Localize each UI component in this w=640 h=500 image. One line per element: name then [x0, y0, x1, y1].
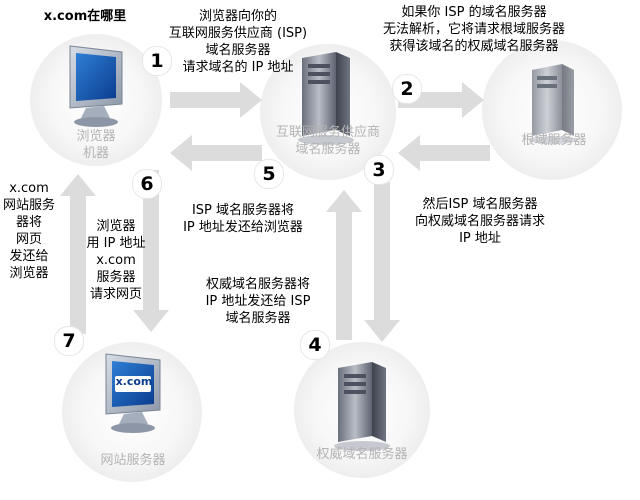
- arrow-step-2-return: [398, 135, 490, 171]
- browser-caption: 浏览器 机器: [56, 128, 136, 162]
- auth-dns-caption: 权威域名服务器: [316, 447, 408, 462]
- step-6-line-4: 服务器: [96, 270, 136, 285]
- step-2-line-2: 无法解析，它将请求根域服务器: [382, 22, 565, 37]
- browser-monitor-icon: [69, 45, 123, 127]
- isp-dns-caption: 互联网服务供应商 域名服务器: [258, 124, 398, 158]
- arrow-step-4: [326, 190, 362, 340]
- step-4-description: 权威域名服务器将 IP 地址发还给 ISP 域名服务器: [184, 276, 332, 327]
- step-1-number: 1: [142, 46, 172, 76]
- step-5-description: ISP 域名服务器将 IP 地址发还给浏览器: [168, 202, 318, 236]
- step-1-line-2: 互联网服务供应商 (ISP): [168, 26, 308, 41]
- step-7-description: x.com 网站服务 器将 网页 发还给 浏览器: [0, 180, 58, 282]
- step-3-description: 然后ISP 域名服务器 向权威域名服务器请求 IP 地址: [396, 196, 564, 247]
- browser-caption-line-2: 机器: [82, 146, 109, 161]
- arrow-step-6: [133, 170, 169, 332]
- step-2-number: 2: [392, 74, 422, 104]
- step-6-line-2: 用 IP 地址: [86, 236, 146, 251]
- step-7-line-2: 网站服务: [2, 198, 55, 213]
- root-server-tower-icon: [529, 64, 577, 144]
- arrow-step-7: [60, 174, 96, 334]
- step-4-line-1: 权威域名服务器将: [205, 277, 310, 292]
- browser-caption-line-1: 浏览器: [76, 129, 116, 144]
- browser-top-label: x.com在哪里: [43, 9, 127, 24]
- step-5-line-1: ISP 域名服务器将: [191, 203, 295, 218]
- step-1-description: 浏览器向你的 互联网服务供应商 (ISP) 域名服务器 请求域名的 IP 地址: [152, 8, 324, 76]
- step-6-line-1: 浏览器: [96, 219, 136, 234]
- step-3-line-2: 向权威域名服务器请求: [414, 214, 545, 229]
- arrow-step-2: [398, 82, 484, 118]
- step-2-line-1: 如果你 ISP 的域名服务器: [401, 5, 547, 20]
- step-5-line-2: IP 地址发还给浏览器: [183, 220, 303, 235]
- step-2-description: 如果你 ISP 的域名服务器 无法解析，它将请求根域服务器 获得该域名的权威域名…: [368, 4, 580, 55]
- step-7-number: 7: [54, 326, 84, 356]
- step-6-line-5: 请求网页: [89, 287, 142, 302]
- web-server-monitor-icon: [105, 353, 161, 433]
- step-7-line-6: 浏览器: [9, 266, 49, 281]
- web-server-screen-text: x.com: [115, 375, 153, 388]
- web-server-caption: 网站服务器: [100, 453, 166, 468]
- step-7-line-1: x.com: [9, 181, 49, 196]
- step-1-line-1: 浏览器向你的: [198, 9, 277, 24]
- step-7-line-5: 发还给: [9, 249, 49, 264]
- step-7-line-3: 器将: [15, 215, 42, 230]
- step-4-line-2: IP 地址发还给 ISP: [205, 294, 311, 309]
- step-1-line-3: 域名服务器: [205, 43, 271, 58]
- arrow-step-5: [170, 135, 262, 171]
- step-5-number: 5: [254, 159, 284, 189]
- step-6-line-3: x.com: [96, 253, 136, 268]
- step-6-description: 浏览器 用 IP 地址 x.com 服务器 请求网页: [78, 218, 154, 303]
- root-dns-caption: 根域服务器: [521, 133, 587, 148]
- isp-server-tower-icon: [298, 52, 354, 145]
- step-3-line-3: IP 地址: [459, 231, 501, 246]
- flow-arrows: [60, 82, 490, 342]
- step-6-number: 6: [132, 169, 162, 199]
- step-4-line-3: 域名服务器: [225, 311, 291, 326]
- step-3-number: 3: [364, 155, 394, 185]
- isp-dns-caption-line-2: 域名服务器: [295, 142, 361, 157]
- step-3-line-1: 然后ISP 域名服务器: [422, 197, 538, 212]
- step-1-line-4: 请求域名的 IP 地址: [182, 60, 294, 75]
- isp-dns-caption-line-1: 互联网服务供应商: [275, 125, 380, 140]
- step-4-number: 4: [300, 330, 330, 360]
- auth-server-tower-icon: [334, 362, 390, 451]
- arrow-step-3: [364, 182, 400, 342]
- step-2-line-3: 获得该域名的权威域名服务器: [389, 39, 559, 54]
- step-7-line-4: 网页: [15, 232, 42, 247]
- arrow-step-1: [170, 82, 262, 118]
